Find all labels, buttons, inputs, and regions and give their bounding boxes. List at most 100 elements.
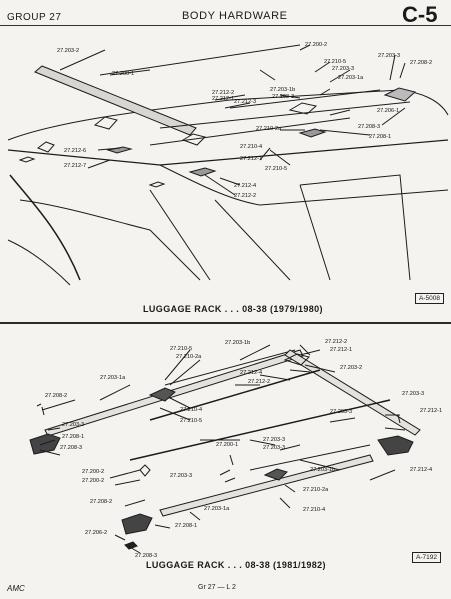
roof-drip-rail bbox=[159, 164, 449, 206]
fig2-label-15: 27.200-1 bbox=[216, 442, 238, 448]
fig1-label-22: 27.212-4 bbox=[234, 183, 256, 189]
hood-curve bbox=[7, 239, 71, 286]
fig1-label-23: 27.212-2 bbox=[234, 193, 256, 199]
door-frame-front bbox=[19, 199, 201, 281]
figure1-labels: 27.203-2 27.200-1 27.200-2 27.203-3 27.2… bbox=[57, 42, 432, 199]
fig2-label-1: 27.210-2a bbox=[176, 354, 202, 360]
fig1-label-21: 27.210-5 bbox=[265, 166, 287, 172]
fig2-label-8: 27.203-1a bbox=[100, 375, 126, 381]
fig2-label-20: 27.203-3 bbox=[330, 409, 352, 415]
fig2-label-25: 27.212-4 bbox=[410, 467, 432, 473]
fig2-label-14: 27.210-5 bbox=[180, 418, 202, 424]
fig1-label-6: 27.203-3 bbox=[332, 66, 354, 72]
fig1-label-20: 27.212-7 bbox=[64, 163, 86, 169]
fig2-label-30: 27.208-1 bbox=[175, 523, 197, 529]
group-label: GROUP 27 bbox=[7, 12, 62, 23]
fig1-label-18: 27.212-1 bbox=[240, 156, 262, 162]
brand-label: AMC bbox=[7, 584, 25, 593]
page-number: Gr 27 — L 2 bbox=[198, 584, 236, 591]
fig2-label-28: 27.210-4 bbox=[303, 507, 325, 513]
fig1-label-19: 27.212-6 bbox=[64, 148, 86, 154]
figure2-drawing bbox=[29, 344, 421, 554]
fig2-label-7: 27.212-2 bbox=[248, 379, 270, 385]
fig2-label-4: 27.212-1 bbox=[330, 347, 352, 353]
spacer bbox=[139, 464, 151, 477]
fig2-label-11: 27.208-1 bbox=[62, 434, 84, 440]
fig1-label-8: 27.212-2 bbox=[212, 90, 234, 96]
c-pillar bbox=[214, 199, 291, 281]
right-support-upper bbox=[283, 353, 310, 366]
fig2-label-9: 27.208-2 bbox=[45, 393, 67, 399]
skid-strip bbox=[188, 167, 217, 177]
fig2-label-13: 27.210-4 bbox=[180, 407, 202, 413]
fig2-label-5: 27.203-2 bbox=[340, 365, 362, 371]
rear-window bbox=[299, 174, 411, 281]
figure1-code: A-5008 bbox=[415, 293, 444, 304]
figure1-caption: LUGGAGE RACK . . . 08-38 (1979/1980) bbox=[143, 304, 323, 314]
fig2-label-12: 27.208-3 bbox=[60, 445, 82, 451]
fig2-label-19: 27.203-3 bbox=[402, 391, 424, 397]
rail-center-lower bbox=[129, 399, 391, 461]
fig1-label-17: 27.210-4 bbox=[240, 144, 262, 150]
center-support-upper bbox=[148, 387, 176, 402]
fig1-label-9: 27.212-1 bbox=[212, 96, 234, 102]
fig2-label-32: 27.208-3 bbox=[135, 553, 157, 559]
clip bbox=[148, 181, 166, 188]
fig2-label-18: 27.212-1 bbox=[420, 408, 442, 414]
screw-upper-left bbox=[36, 403, 45, 416]
figure-divider bbox=[0, 322, 451, 324]
b-pillar bbox=[149, 189, 211, 281]
center-support-lower bbox=[263, 468, 288, 481]
fig1-label-2: 27.200-2 bbox=[305, 42, 327, 48]
fig1-label-0: 27.203-2 bbox=[57, 48, 79, 54]
fig1-label-15: 27.208-3 bbox=[358, 124, 380, 130]
figure2-labels: 27.210-5 27.210-2a 27.203-1b 27.212-2 27… bbox=[45, 339, 442, 559]
fig1-label-16: 27.208-1 bbox=[369, 134, 391, 140]
windshield-pillar bbox=[9, 174, 81, 281]
support-rear-right bbox=[383, 87, 417, 102]
screw-right bbox=[397, 414, 401, 424]
fig1-label-12: 27.212-3 bbox=[234, 99, 256, 105]
fig1-label-10: 27.203-1b bbox=[270, 87, 295, 93]
fig2-label-22: 27.200-2 bbox=[82, 478, 104, 484]
front-support-corner bbox=[36, 141, 55, 153]
fig1-label-3: 27.203-3 bbox=[378, 53, 400, 59]
rail-lower-top bbox=[249, 444, 371, 471]
side-rail-long bbox=[34, 65, 197, 136]
fig2-label-21: 27.200-2 bbox=[82, 469, 104, 475]
screw-center bbox=[229, 454, 234, 466]
fig2-label-17: 27.203-3 bbox=[263, 445, 285, 451]
fig2-label-29: 27.203-1a bbox=[204, 506, 230, 512]
fig2-label-16: 27.203-3 bbox=[263, 437, 285, 443]
fig2-label-27: 27.210-2a bbox=[303, 487, 329, 493]
page-title: BODY HARDWARE bbox=[182, 10, 288, 22]
rail-center bbox=[149, 369, 321, 421]
fig2-label-10: 27.203-3 bbox=[62, 422, 84, 428]
fig1-label-13: 27.210-2a bbox=[256, 126, 282, 132]
fig2-label-23: 27.203-3 bbox=[170, 473, 192, 479]
roof-front-edge bbox=[7, 89, 449, 141]
crossbar-mid bbox=[229, 89, 381, 109]
end-cap-right bbox=[377, 435, 414, 456]
fig2-label-6: 27.212-4 bbox=[240, 370, 262, 376]
fig2-label-26: 27.208-2 bbox=[90, 499, 112, 505]
figure2-caption: LUGGAGE RACK . . . 08-38 (1981/1982) bbox=[146, 560, 326, 570]
skid-strip-3 bbox=[298, 128, 327, 138]
fig2-label-24: 27.203-1b bbox=[310, 467, 335, 473]
end-cap-left bbox=[29, 433, 61, 455]
end-cap-lower-left bbox=[121, 513, 153, 535]
rail-upper-top bbox=[164, 349, 296, 386]
figure2-code: A-7192 bbox=[412, 552, 441, 563]
fig1-label-7: 27.203-1a bbox=[338, 75, 364, 81]
fig2-label-0: 27.210-5 bbox=[170, 346, 192, 352]
support-center bbox=[181, 133, 206, 146]
fig1-label-1: 27.200-1 bbox=[112, 71, 134, 77]
fig2-label-2: 27.203-1b bbox=[225, 340, 250, 346]
front-support-left bbox=[93, 116, 118, 130]
fig2-label-3: 27.212-2 bbox=[325, 339, 347, 345]
section-code: C-5 bbox=[402, 2, 438, 27]
crossbar-rear bbox=[159, 101, 411, 129]
rail-lower-long bbox=[159, 454, 374, 517]
fig1-label-11: 27.203-3 bbox=[272, 94, 294, 100]
support-center-right bbox=[288, 102, 318, 115]
